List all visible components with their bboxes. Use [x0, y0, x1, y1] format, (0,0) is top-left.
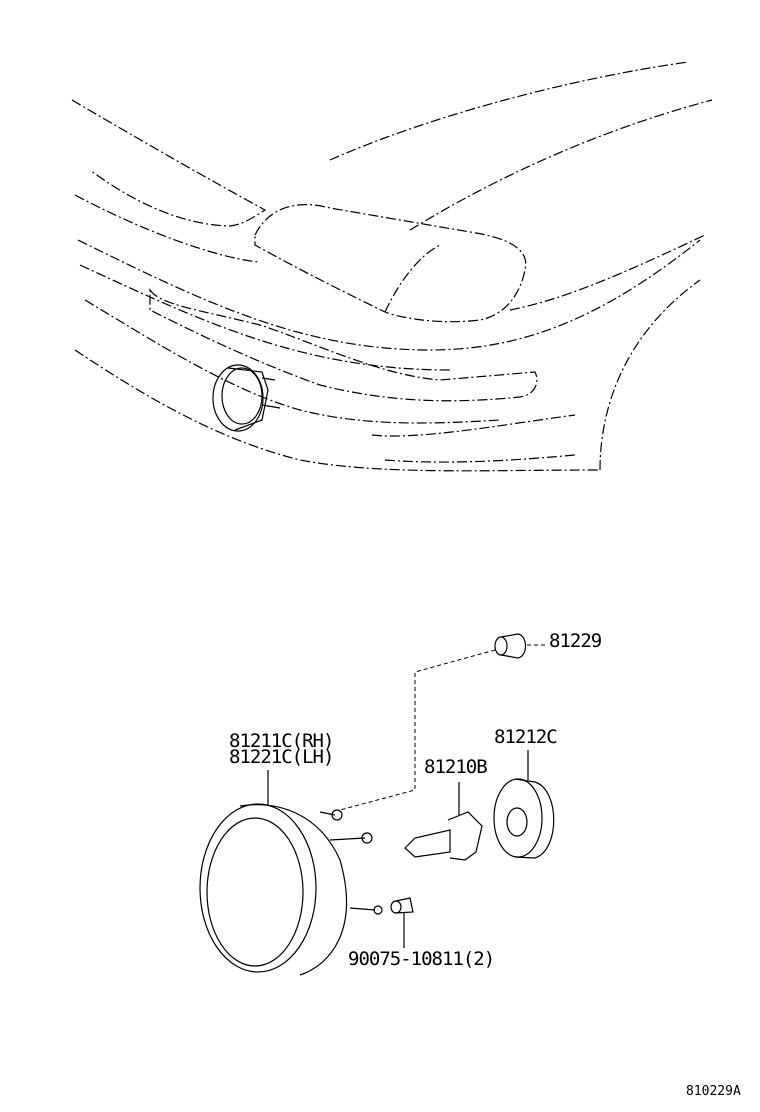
part-label-81221C-lh[interactable]: 81221C(LH) [229, 746, 334, 768]
fog-lamp-on-car [212, 364, 281, 432]
part-label-81211C-rh[interactable]: 81211C(RH) [229, 730, 334, 752]
part-81212C-cover [493, 750, 555, 859]
part-label-81210B[interactable]: 81210B [424, 756, 488, 778]
car-front-outline [71, 61, 713, 472]
leader-81229 [339, 649, 496, 811]
part-81229-socket [494, 633, 546, 659]
part-90075-bolt [390, 897, 414, 948]
part-label-81212C[interactable]: 81212C [494, 726, 558, 748]
part-label-90075-10811[interactable]: 90075-10811(2) [348, 948, 495, 970]
part-label-81229[interactable]: 81229 [549, 630, 602, 652]
part-81211C-fog-lamp [199, 770, 383, 976]
figure-code: 810229A [686, 1084, 741, 1099]
part-81210B-bulb [404, 782, 483, 861]
